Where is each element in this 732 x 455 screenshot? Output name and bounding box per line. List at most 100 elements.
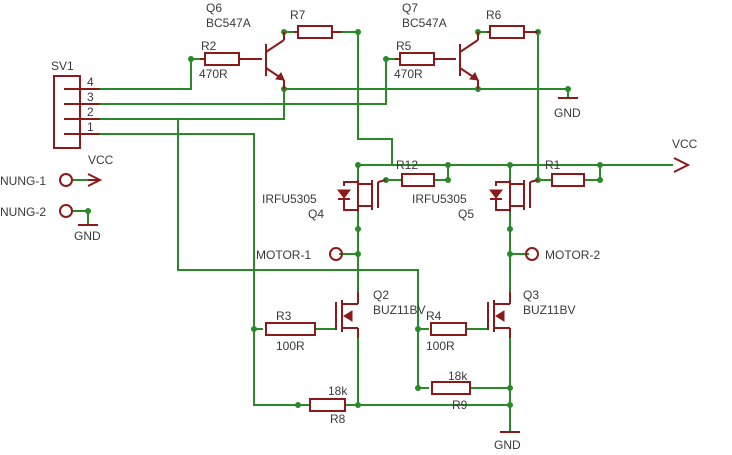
r12-name: R12: [396, 158, 418, 172]
junction: [85, 208, 91, 214]
pin-label-2: 2: [87, 105, 94, 119]
r4-value: 100R: [426, 339, 455, 353]
vcc-arrow-right: [673, 157, 691, 173]
junction: [383, 56, 389, 62]
resistor-r12: [401, 173, 435, 187]
junction: [507, 162, 513, 168]
q2-name: Q2: [373, 288, 389, 302]
junction: [355, 402, 361, 408]
transistor-q4: [337, 179, 387, 212]
q4-value: IRFU5305: [262, 192, 317, 206]
gnd-label-top: GND: [554, 106, 581, 120]
r2-name: R2: [201, 39, 217, 53]
terminal-motor-1: [329, 247, 343, 261]
pin-label-4: 4: [87, 75, 94, 89]
wire-r1-right: [583, 164, 601, 181]
junction: [445, 162, 451, 168]
r6-name: R6: [486, 8, 502, 22]
junction: [415, 385, 421, 391]
label-spannung-2: NUNG-2: [0, 205, 46, 219]
connector-sv1: [53, 75, 100, 149]
r2-value: 470R: [199, 67, 228, 81]
label-spannung-1: NUNG-1: [0, 174, 46, 188]
transistor-q3: [487, 292, 511, 338]
resistor-r8: [309, 398, 346, 412]
q4-name: Q4: [308, 207, 324, 221]
q7-emitter-arrow: [469, 72, 479, 81]
r9-value: 18k: [448, 369, 468, 383]
resistor-r6: [489, 25, 525, 39]
q4-diode: [337, 189, 351, 199]
label-motor-1: MOTOR-1: [256, 248, 311, 262]
q3-value: BUZ11BV: [523, 303, 575, 317]
wire-pin3: [99, 58, 396, 105]
connector-body: [53, 75, 81, 149]
wires: [72, 31, 673, 431]
resistor-r9: [431, 381, 471, 395]
connector-label: SV1: [51, 59, 74, 73]
q5-value: IRFU5305: [412, 192, 467, 206]
pin-label-1: 1: [87, 120, 94, 134]
junction: [355, 226, 361, 232]
junction: [565, 86, 571, 92]
terminal-spannung-2: [59, 204, 73, 218]
q5-diode: [489, 189, 503, 199]
wire-pin4: [99, 58, 201, 90]
q7-collector: [459, 39, 479, 53]
junction: [507, 385, 513, 391]
r8-name: R8: [330, 412, 346, 426]
q5-name: Q5: [458, 207, 474, 221]
junction: [355, 29, 361, 35]
r9-name: R9: [452, 398, 468, 412]
junction: [188, 56, 194, 62]
q4-diode-lead: [343, 181, 358, 186]
resistor-r2: [204, 52, 240, 66]
junctions: [85, 29, 603, 408]
resistor-r5: [399, 52, 435, 66]
transistor-q2: [335, 292, 359, 338]
q5-diode-lead: [495, 199, 510, 211]
r8-value: 18k: [328, 384, 348, 398]
junction: [507, 402, 513, 408]
transistor-q7: [459, 32, 479, 89]
vcc-label-right: VCC: [672, 137, 698, 151]
r4-name: R4: [426, 309, 442, 323]
q6-collector: [265, 39, 285, 53]
junction: [355, 251, 361, 257]
q5-gate-lead: [529, 179, 539, 183]
q7-value: BC547A: [402, 16, 447, 30]
r3-name: R3: [276, 309, 292, 323]
resistor-r3: [265, 322, 316, 336]
q3-name: Q3: [523, 288, 539, 302]
q2-arrow: [343, 310, 353, 322]
r7-name: R7: [290, 8, 306, 22]
wire-r9: [417, 328, 429, 389]
wire-r7-to-q4gate: [341, 31, 393, 166]
r5-value: 470R: [394, 67, 423, 81]
q3-arrow: [495, 310, 505, 322]
junction: [445, 177, 451, 183]
q4-diode-lead: [343, 199, 358, 211]
transistor-q6: [265, 32, 285, 89]
junction: [507, 251, 513, 257]
pin-label-3: 3: [87, 90, 94, 104]
junction: [597, 177, 603, 183]
terminal-spannung-1: [59, 173, 73, 187]
junction: [295, 402, 301, 408]
r3-value: 100R: [276, 339, 305, 353]
q5-diode-lead: [495, 181, 510, 186]
resistors: [200, 25, 585, 412]
resistor-r4: [430, 322, 467, 336]
r5-name: R5: [396, 39, 412, 53]
junction: [597, 162, 603, 168]
wire-r8: [253, 328, 309, 406]
q6-emitter-arrow: [275, 72, 285, 81]
wire-r12-right: [433, 164, 449, 181]
q7-name: Q7: [402, 1, 418, 15]
q2-value: BUZ11BV: [373, 303, 425, 317]
terminal-motor-2: [525, 247, 539, 261]
wire-pin1: [99, 133, 263, 330]
junction: [507, 226, 513, 232]
